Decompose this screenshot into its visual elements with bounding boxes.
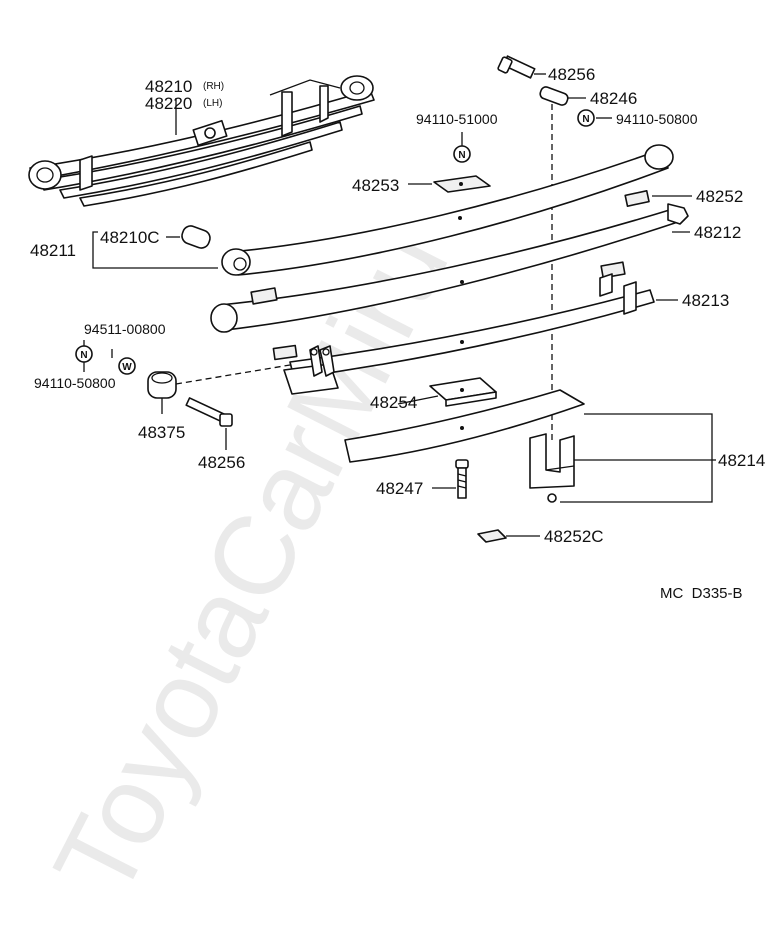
label-48214: 48214 [718,451,765,470]
pad-48252c-drawing [477,529,507,543]
label-48252c: 48252C [544,527,604,546]
label-48210: 48210 [145,77,192,96]
label-48253: 48253 [352,176,399,195]
nut-symbol-left: N [75,345,93,363]
center-bolt-drawing [455,459,469,499]
label-48210-side: (RH) [203,81,224,92]
diagram-code: MC D335-B [660,585,743,602]
label-48254: 48254 [370,393,417,412]
label-48213: 48213 [682,291,729,310]
label-94511-00800: 94511-00800 [84,321,166,337]
pad-48253-drawing [433,175,491,193]
leaf-bottom-drawing [344,389,585,463]
leaf-48212-drawing [221,144,674,276]
bushing-48375-drawing [147,371,177,399]
label-48252: 48252 [696,187,743,206]
nut-symbol-top-left: N [453,145,471,163]
label-48247: 48247 [376,479,423,498]
label-94110-51000: 94110-51000 [416,111,498,127]
clip-48214-drawing [529,433,575,503]
bolt-48256-lower-drawing [185,397,233,427]
svg-text:N: N [582,114,589,125]
svg-text:W: W [122,362,132,373]
label-48210c: 48210C [100,228,160,247]
label-48256-top: 48256 [548,65,595,84]
label-94110-50800-top: 94110-50800 [616,111,698,127]
label-48246: 48246 [590,89,637,108]
washer-symbol: W [118,357,136,375]
pin-drawing [539,86,569,106]
leaf-48213-drawing [272,261,655,395]
bushing-48210c-drawing [181,225,211,249]
top-bolt-drawing [497,55,536,79]
label-48375: 48375 [138,423,185,442]
label-48212: 48212 [694,223,741,242]
leaf-second-drawing [210,190,689,333]
label-94110-50800-left: 94110-50800 [34,375,116,391]
label-48220: 48220 [145,94,192,113]
svg-text:N: N [458,150,465,161]
svg-text:N: N [80,350,87,361]
label-48220-side: (LH) [203,98,222,109]
seat-48254-drawing [429,377,497,407]
label-48211: 48211 [30,241,76,260]
nut-symbol-top-right: N [577,109,595,127]
leader-lines [83,73,716,537]
label-48256-lower: 48256 [198,453,245,472]
leaf-spring-assembly-drawing [28,75,375,207]
